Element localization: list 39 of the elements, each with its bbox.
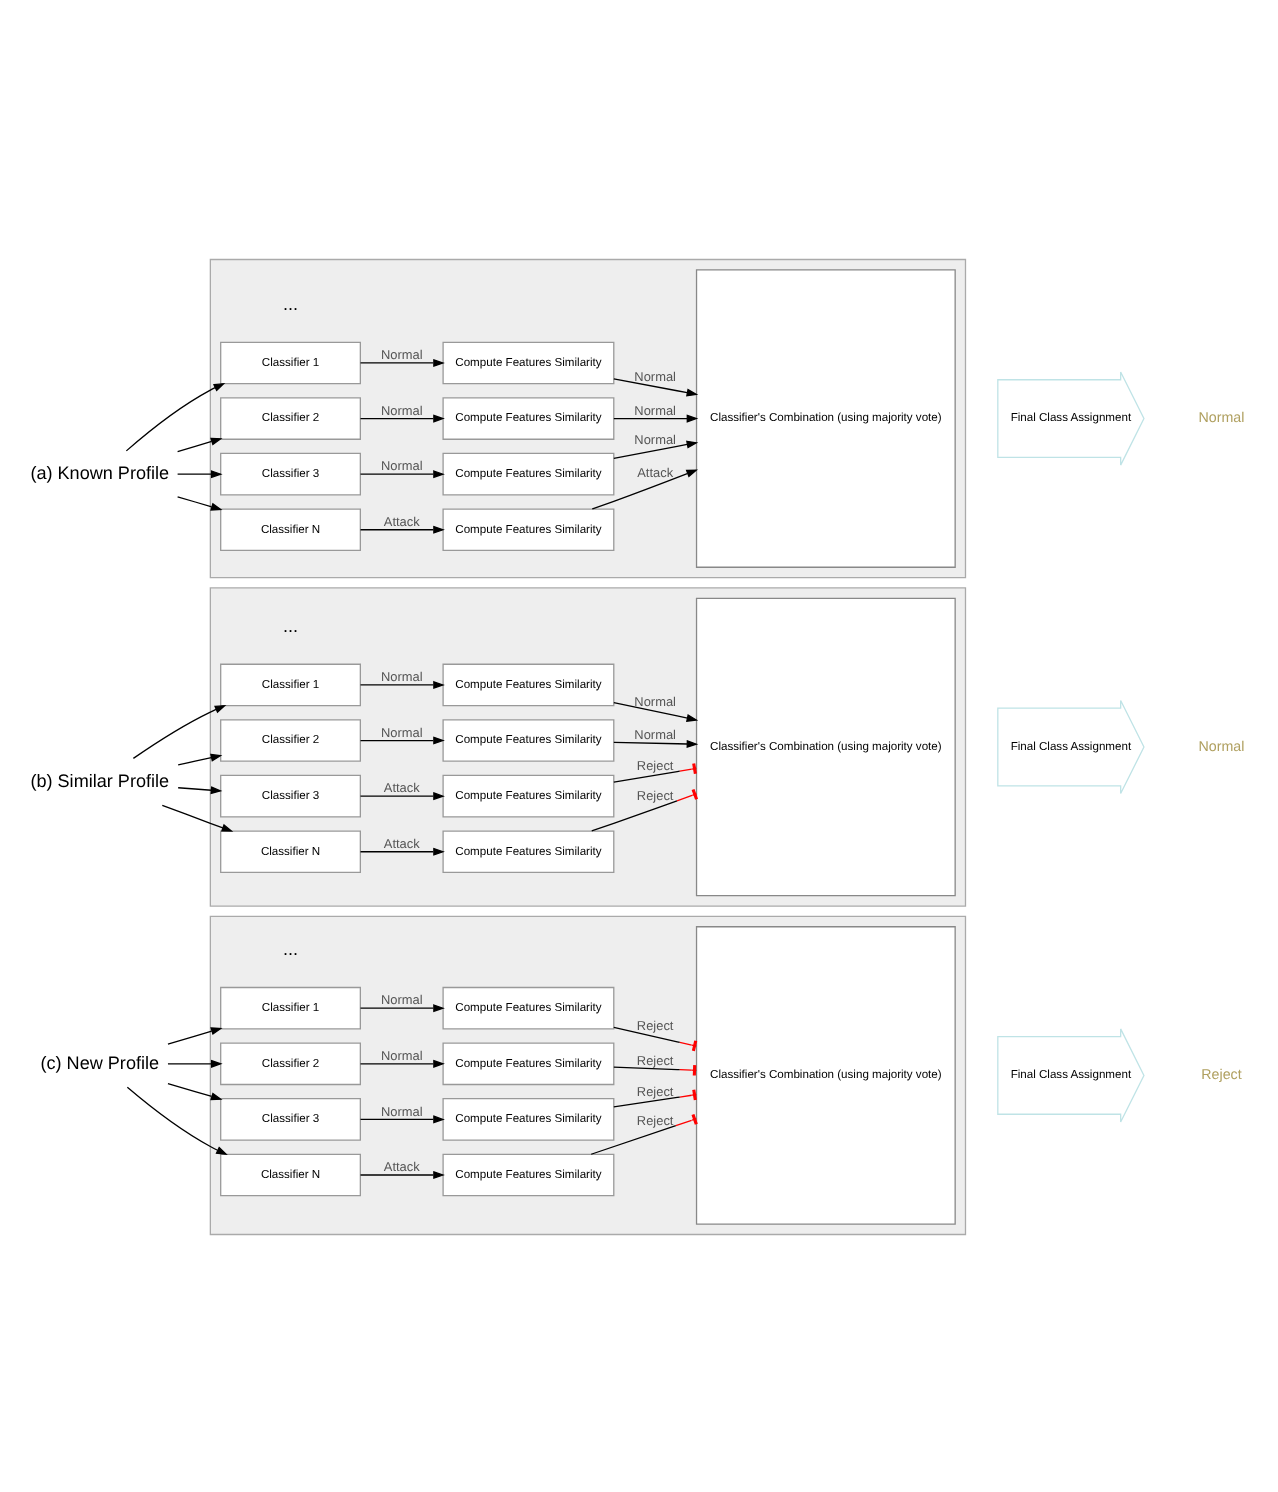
arrow — [359, 679, 445, 688]
arrow — [359, 791, 445, 800]
connector — [590, 1112, 698, 1154]
arrow — [177, 752, 223, 765]
arrow — [161, 803, 234, 831]
arrow — [359, 1003, 445, 1012]
connector — [591, 788, 699, 831]
arrow — [177, 785, 223, 794]
arrow — [359, 1058, 445, 1067]
arrow — [359, 735, 445, 744]
arrow — [176, 436, 223, 452]
arrow — [359, 413, 445, 422]
node-text: (b) Similar Profile — [30, 769, 170, 790]
arrow — [359, 357, 445, 367]
arrow — [126, 1085, 228, 1154]
arrow — [359, 469, 445, 478]
arrow — [613, 439, 699, 458]
node-text: (a) Known Profile — [30, 461, 170, 482]
arrow — [613, 701, 699, 721]
arrow — [125, 381, 226, 451]
arrow — [591, 468, 698, 509]
arrow — [613, 413, 699, 422]
arrow — [167, 1058, 223, 1067]
arrow — [132, 704, 227, 759]
arrow — [359, 846, 445, 855]
arrow — [359, 1169, 445, 1179]
arrow — [167, 1081, 223, 1100]
connector — [613, 1088, 697, 1107]
label: ... — [282, 292, 299, 313]
arrow — [359, 1114, 445, 1123]
arrow — [167, 1026, 223, 1044]
arrow — [176, 495, 223, 510]
arrow — [613, 377, 699, 396]
arrow — [359, 524, 445, 533]
label: ... — [282, 937, 299, 958]
label: ... — [282, 614, 299, 635]
arrow — [176, 469, 223, 478]
arrow — [613, 738, 699, 748]
node-text: (c) New Profile — [40, 1051, 160, 1072]
